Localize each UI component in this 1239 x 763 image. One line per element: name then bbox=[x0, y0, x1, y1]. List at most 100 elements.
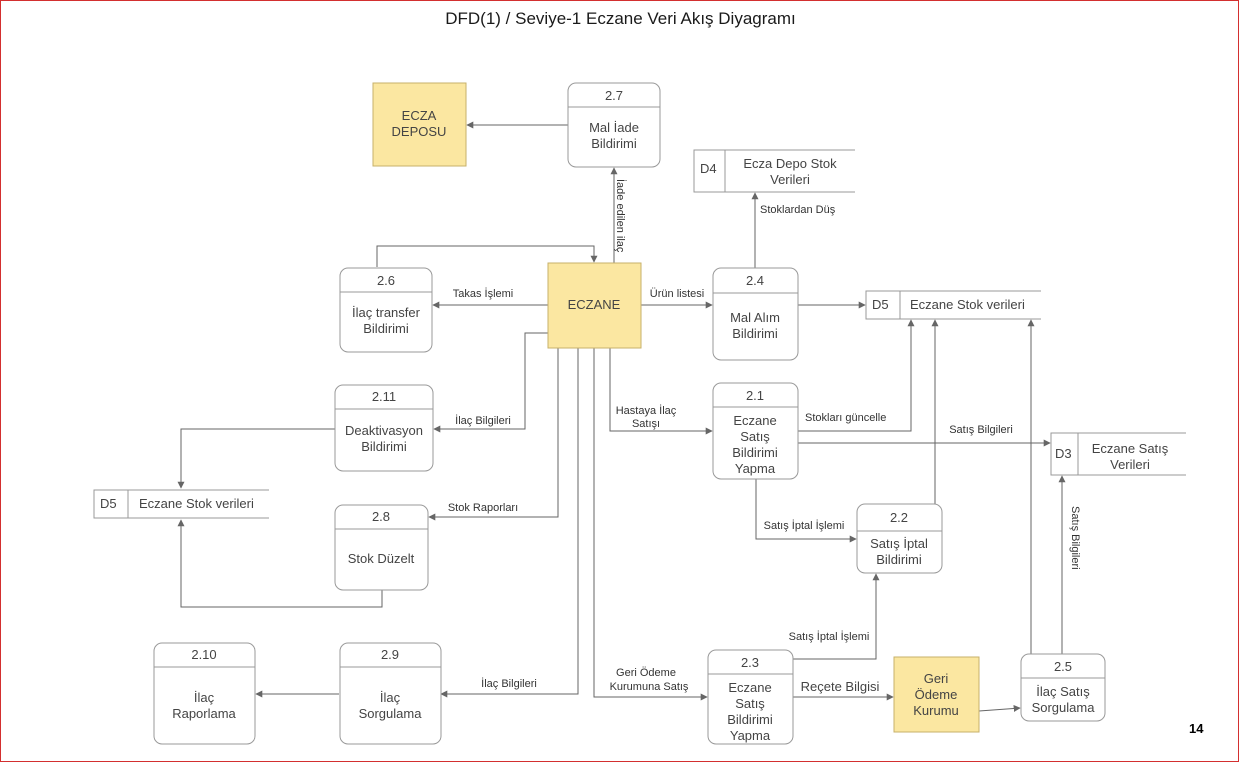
store-d4-line-1: Ecza Depo Stok bbox=[743, 156, 837, 171]
flow-2.8-to-d5-left bbox=[177, 519, 383, 608]
process-2.7-id: 2.7 bbox=[605, 88, 623, 103]
flow-label-geri-odeme-1: Geri Ödeme bbox=[616, 667, 676, 679]
process-2.1-line-2: Satış bbox=[740, 429, 770, 444]
process-2.3-line-4: Yapma bbox=[730, 728, 771, 743]
flow-label-iade: İade edilen ilaç bbox=[614, 179, 627, 253]
flow-label-ilac-bilgileri-1: İlaç Bilgileri bbox=[455, 414, 511, 427]
flow-label-satis-bilgileri-h: Satış Bilgileri bbox=[949, 424, 1013, 436]
flow-geri-odeme-to-2.5 bbox=[978, 704, 1021, 712]
store-d3: D3 Eczane Satış Verileri bbox=[1050, 432, 1186, 476]
process-2.7-line-2: Bildirimi bbox=[591, 136, 637, 151]
flow-loop-to-eczane bbox=[376, 245, 598, 267]
entity-geri-odeme-kurumu: Geri Ödeme Kurumu bbox=[893, 656, 980, 733]
process-2.9: 2.9 İlaç Sorgulama bbox=[339, 642, 442, 745]
process-2.10-id: 2.10 bbox=[191, 647, 216, 662]
store-d4-id: D4 bbox=[700, 161, 717, 176]
flow-label-hastaya-2: Satışı bbox=[632, 418, 660, 430]
process-2.5-id: 2.5 bbox=[1054, 659, 1072, 674]
entity-ecza-deposu: ECZA DEPOSU bbox=[372, 82, 467, 167]
flow-label-stok-raporlari: Stok Raporları bbox=[448, 502, 518, 514]
process-2.6-id: 2.6 bbox=[377, 273, 395, 288]
process-2.4-line-1: Mal Alım bbox=[730, 310, 780, 325]
store-d4-line-2: Verileri bbox=[770, 172, 810, 187]
process-2.3: 2.3 Eczane Satış Bildirimi Yapma bbox=[707, 649, 794, 745]
entity-eczane-line-1: ECZANE bbox=[568, 297, 621, 312]
store-d5-right-line-1: Eczane Stok verileri bbox=[910, 297, 1025, 312]
flow-2.1-to-2.2 bbox=[755, 479, 857, 543]
process-2.1: 2.1 Eczane Satış Bildirimi Yapma bbox=[712, 382, 799, 480]
process-2.5-line-1: İlaç Satış bbox=[1036, 684, 1090, 699]
process-2.1-line-4: Yapma bbox=[735, 461, 776, 476]
process-2.8: 2.8 Stok Düzelt bbox=[334, 504, 429, 591]
process-2.10-line-2: Raporlama bbox=[172, 706, 236, 721]
entity-geri-odeme-line-1: Geri bbox=[924, 671, 949, 686]
process-2.3-line-3: Bildirimi bbox=[727, 712, 773, 727]
process-2.2-id: 2.2 bbox=[890, 510, 908, 525]
process-2.1-line-1: Eczane bbox=[733, 413, 776, 428]
process-2.3-line-1: Eczane bbox=[728, 680, 771, 695]
flow-eczane-to-2.1 bbox=[609, 348, 713, 435]
store-d4: D4 Ecza Depo Stok Verileri bbox=[693, 149, 855, 193]
flow-label-satis-iptal-1: Satış İptal İşlemi bbox=[764, 519, 845, 532]
flow-eczane-to-2.9 bbox=[440, 348, 579, 698]
process-2.4-id: 2.4 bbox=[746, 273, 764, 288]
entity-eczane: ECZANE bbox=[547, 262, 642, 349]
flow-label-takas: Takas İşlemi bbox=[453, 287, 514, 300]
store-d3-line-2: Verileri bbox=[1110, 457, 1150, 472]
process-2.2-line-2: Bildirimi bbox=[876, 552, 922, 567]
store-d3-line-1: Eczane Satış bbox=[1092, 441, 1169, 456]
flow-2.11-to-d5-left bbox=[177, 428, 335, 489]
process-2.8-id: 2.8 bbox=[372, 509, 390, 524]
process-2.10-line-1: İlaç bbox=[194, 690, 215, 705]
store-d3-id: D3 bbox=[1055, 446, 1072, 461]
flow-label-urun: Ürün listesi bbox=[650, 288, 704, 300]
process-2.11: 2.11 Deaktivasyon Bildirimi bbox=[334, 384, 434, 472]
entity-geri-odeme-line-3: Kurumu bbox=[913, 703, 959, 718]
process-2.11-id: 2.11 bbox=[372, 389, 396, 404]
entity-ecza-deposu-line-1: ECZA bbox=[402, 108, 437, 123]
store-d5-left: D5 Eczane Stok verileri bbox=[93, 489, 269, 519]
flow-2.1-to-d5 bbox=[798, 319, 915, 432]
flow-label-hastaya-1: Hastaya İlaç bbox=[616, 404, 677, 417]
process-2.1-id: 2.1 bbox=[746, 388, 764, 403]
process-2.7: 2.7 Mal İade Bildirimi bbox=[567, 82, 661, 168]
process-2.4-line-2: Bildirimi bbox=[732, 326, 778, 341]
flow-label-stoklari: Stokları güncelle bbox=[805, 412, 886, 424]
store-d5-right: D5 Eczane Stok verileri bbox=[865, 290, 1041, 320]
process-2.3-id: 2.3 bbox=[741, 655, 759, 670]
process-2.6: 2.6 İlaç transfer Bildirimi bbox=[339, 267, 433, 353]
flow-eczane-to-2.11 bbox=[433, 332, 548, 433]
process-2.7-line-1: Mal İade bbox=[589, 120, 639, 135]
entity-ecza-deposu-line-2: DEPOSU bbox=[392, 124, 447, 139]
process-2.6-line-1: İlaç transfer bbox=[352, 305, 421, 320]
flow-2.3-to-2.2 bbox=[793, 573, 880, 660]
process-2.2: 2.2 Satış İptal Bildirimi bbox=[856, 503, 943, 574]
process-2.5: 2.5 İlaç Satış Sorgulama bbox=[1020, 653, 1106, 722]
store-d5-left-id: D5 bbox=[100, 496, 117, 511]
flow-label-geri-odeme-2: Kurumuna Satış bbox=[610, 681, 689, 693]
flow-eczane-to-2.8 bbox=[428, 348, 559, 521]
process-2.10: 2.10 İlaç Raporlama bbox=[153, 642, 256, 745]
flow-label-ilac-bilgileri-2: İlaç Bilgileri bbox=[481, 677, 537, 690]
flow-eczane-to-2.3 bbox=[593, 348, 708, 701]
process-2.9-line-2: Sorgulama bbox=[359, 706, 423, 721]
process-2.8-line-1: Stok Düzelt bbox=[348, 551, 415, 566]
flow-label-satis-bilgileri-v: Satış Bilgileri bbox=[1069, 506, 1081, 570]
process-2.11-line-2: Bildirimi bbox=[361, 439, 407, 454]
store-d5-left-line-1: Eczane Stok verileri bbox=[139, 496, 254, 511]
process-2.9-id: 2.9 bbox=[381, 647, 399, 662]
process-2.2-line-1: Satış İptal bbox=[870, 536, 928, 551]
process-2.6-line-2: Bildirimi bbox=[363, 321, 409, 336]
flow-label-recete: Reçete Bilgisi bbox=[801, 679, 880, 694]
flow-label-stoklardan: Stoklardan Düş bbox=[760, 204, 836, 216]
entity-geri-odeme-line-2: Ödeme bbox=[915, 687, 958, 702]
flow-label-satis-iptal-2: Satış İptal İşlemi bbox=[789, 630, 870, 643]
process-2.1-line-3: Bildirimi bbox=[732, 445, 778, 460]
process-2.3-line-2: Satış bbox=[735, 696, 765, 711]
page-number: 14 bbox=[1189, 721, 1204, 736]
store-d5-right-id: D5 bbox=[872, 297, 889, 312]
process-2.5-line-2: Sorgulama bbox=[1032, 700, 1096, 715]
diagram-title: DFD(1) / Seviye-1 Eczane Veri Akış Diyag… bbox=[445, 9, 796, 28]
